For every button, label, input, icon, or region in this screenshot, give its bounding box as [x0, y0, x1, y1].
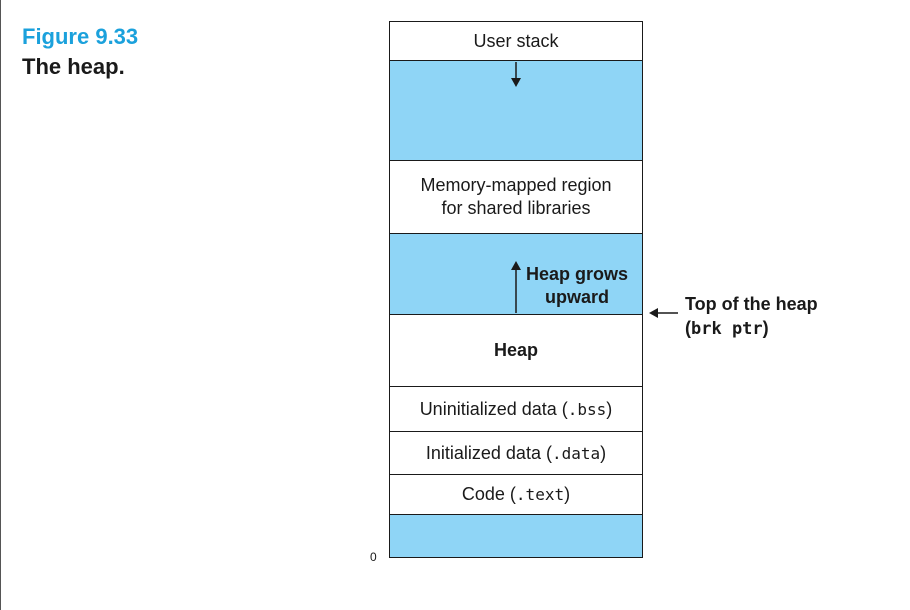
memory-mapped-label-line2: for shared libraries	[441, 198, 591, 218]
figure-number: Figure 9.33	[22, 24, 139, 49]
bss-region: Uninitialized data (.bss)	[390, 387, 642, 432]
bss-label: Uninitialized data (.bss)	[419, 398, 613, 419]
top-of-heap-arrow	[649, 308, 678, 318]
data-label: Initialized data (.data)	[425, 442, 607, 463]
text-label: Code (.text)	[461, 484, 571, 504]
figure-title: The heap.	[22, 54, 125, 79]
heap-grows-label: Heap grows upward	[526, 264, 629, 307]
data-region: Initialized data (.data)	[390, 432, 642, 475]
heap-label: Heap	[493, 340, 538, 360]
stack-grows-down-arrow	[511, 62, 521, 87]
top-of-heap-label: Top of the heap (brk ptr)	[685, 294, 818, 339]
heap-grows-up-arrow	[511, 261, 521, 313]
user-stack-region: User stack	[390, 22, 642, 61]
memory-mapped-region: Memory-mapped region for shared librarie…	[390, 161, 642, 234]
page-left-border	[0, 0, 1, 610]
text-region: Code (.text)	[390, 475, 642, 515]
heap-region: Heap	[390, 315, 642, 387]
memory-mapped-label-line1: Memory-mapped region	[420, 175, 612, 195]
bottom-address-label: 0	[370, 550, 377, 564]
user-stack-label: User stack	[473, 30, 559, 51]
bottom-reserved-region	[390, 515, 642, 557]
